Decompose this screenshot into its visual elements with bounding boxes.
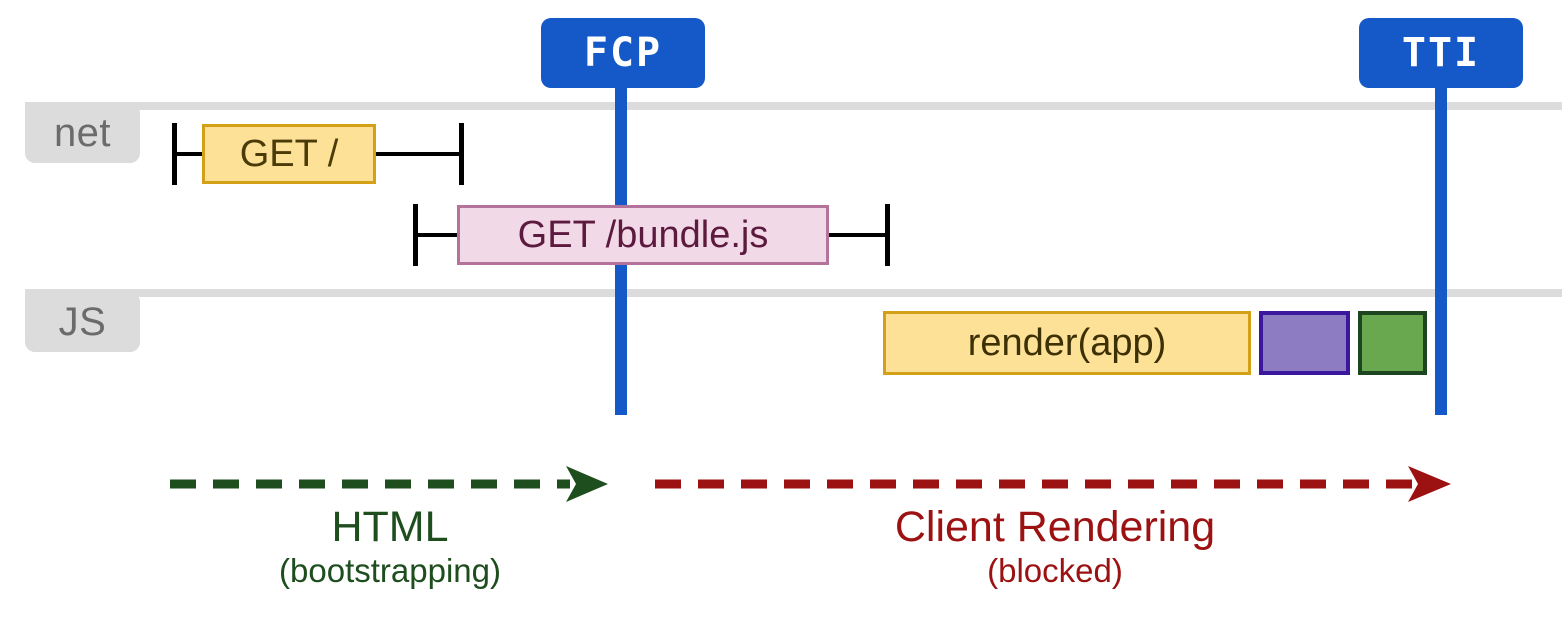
activity-box-render-app: render(app): [883, 311, 1251, 375]
phase-title-html: HTML: [331, 503, 449, 551]
activity-box-task-purple: [1259, 311, 1350, 375]
lane-label-net: net: [25, 103, 140, 163]
phase-subtitle-html: (bootstrapping): [279, 552, 501, 590]
phase-arrow-client-rendering: [655, 466, 1451, 502]
activity-box-task-green: [1358, 311, 1427, 375]
marker-badge-fcp: FCP: [541, 18, 705, 88]
phase-title-client-rendering: Client Rendering: [894, 503, 1216, 551]
phase-caption-client-rendering: Client Rendering (blocked): [655, 503, 1455, 590]
whisker-cap-right-get-bundle: [885, 204, 890, 266]
activity-label-get-root: GET /: [239, 133, 339, 175]
whisker-cap-right-get-root: [459, 123, 464, 185]
lane-label-js: JS: [25, 292, 140, 352]
lane-baseline-js: [25, 289, 1562, 297]
marker-badge-fcp-text: FCP: [583, 30, 663, 76]
marker-line-tti: [1435, 84, 1447, 415]
activity-label-render-app: render(app): [967, 322, 1167, 364]
phase-caption-html: HTML (bootstrapping): [170, 503, 610, 590]
phase-subtitle-client-rendering: (blocked): [987, 552, 1123, 590]
lane-label-js-text: JS: [58, 300, 107, 344]
phase-arrow-html: [170, 466, 608, 502]
activity-label-get-bundle: GET /bundle.js: [517, 214, 769, 256]
activity-box-get-bundle: GET /bundle.js: [457, 205, 829, 265]
marker-badge-tti-text: TTI: [1401, 30, 1481, 76]
lane-baseline-net: [25, 102, 1562, 110]
activity-box-get-root: GET /: [202, 124, 376, 184]
marker-badge-tti: TTI: [1359, 18, 1523, 88]
lane-label-net-text: net: [53, 111, 112, 155]
